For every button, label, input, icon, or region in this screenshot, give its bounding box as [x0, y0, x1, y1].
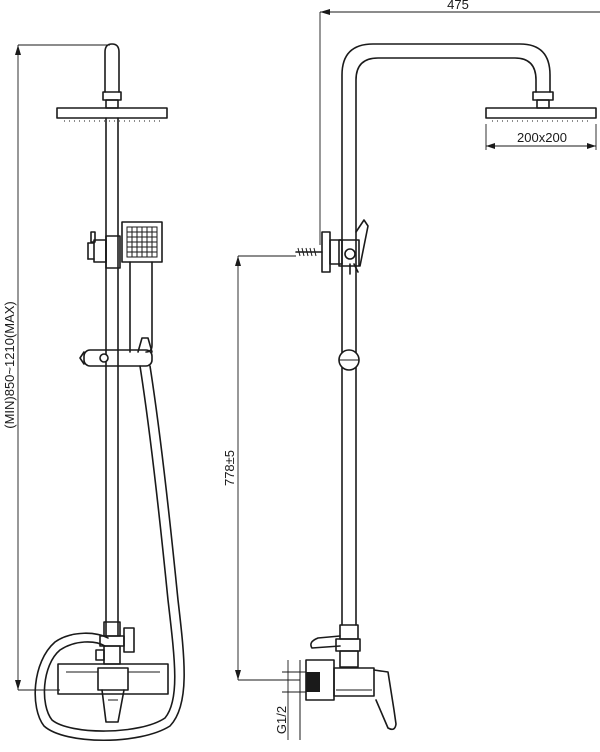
- inlet-thread-dimension-line: [282, 660, 306, 740]
- side-shower-head: [485, 107, 597, 122]
- side-slider-holder: [338, 349, 360, 371]
- height-range-label: (MIN)850~1210(MAX): [2, 301, 17, 429]
- inlet-thread-label: G1/2: [274, 706, 289, 734]
- height-dimension-line: [15, 44, 110, 691]
- side-mixer-body: [305, 659, 397, 731]
- overall-width-label: 475: [447, 0, 469, 12]
- outlet-height-label: 778±5: [222, 450, 237, 486]
- side-view: 475 200x200: [222, 0, 600, 740]
- head-size-dimension-line: [485, 124, 597, 150]
- front-hand-shower: [121, 221, 163, 353]
- front-shower-head: [56, 107, 168, 122]
- front-mixer-connector: [95, 621, 135, 665]
- width-dimension-line: [319, 9, 600, 245]
- front-riser-pipe: [105, 117, 119, 636]
- front-view: (MIN)850~1210(MAX): [2, 43, 185, 742]
- front-diverter: [87, 231, 121, 269]
- side-lower-connector: [310, 624, 361, 668]
- head-size-label: 200x200: [517, 130, 567, 145]
- front-hose: [34, 365, 185, 742]
- side-riser-pipe: [341, 239, 357, 626]
- side-wall-bracket: [295, 231, 343, 273]
- front-top-arm: [102, 43, 122, 109]
- front-slider-holder: [79, 349, 153, 367]
- side-inlet-thread: [299, 660, 320, 740]
- side-diverter: [338, 219, 369, 275]
- outlet-height-dimension-line: [235, 255, 300, 681]
- front-mixer-body: [57, 663, 169, 723]
